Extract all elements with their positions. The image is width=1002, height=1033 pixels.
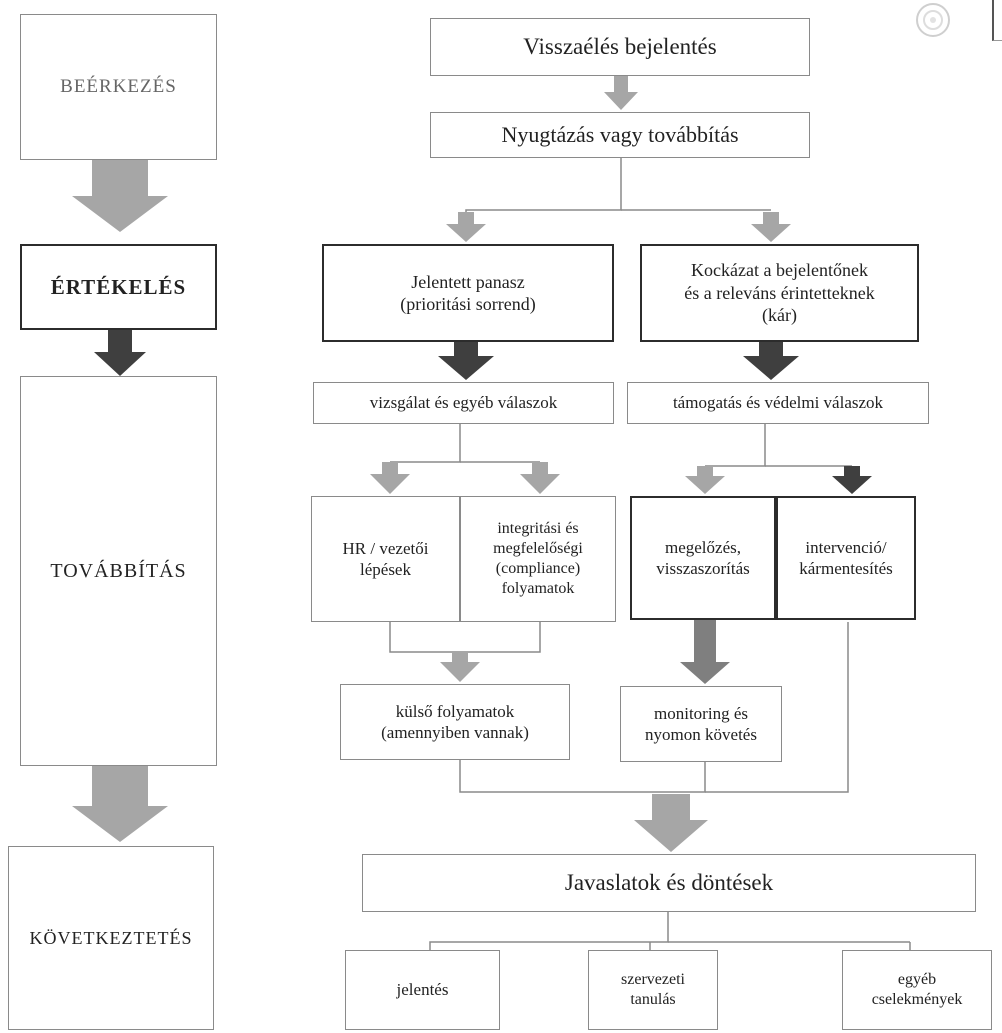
box-complaint: Jelentett panasz (prioritási sorrend) xyxy=(322,244,614,342)
arrow-prevention-to-monitoring xyxy=(680,620,730,684)
stage-tovabbitas: TOVÁBBÍTÁS xyxy=(20,376,217,766)
box-report-out-text: jelentés xyxy=(396,980,449,1000)
box-integrity-text: integritási és megfelelőségi (compliance… xyxy=(493,520,583,597)
arrow-to-integrity xyxy=(520,462,560,494)
box-risk: Kockázat a bejelentőnek és a releváns ér… xyxy=(640,244,919,342)
box-support: támogatás és védelmi válaszok xyxy=(627,382,929,424)
box-other: egyéb cselekmények xyxy=(842,950,992,1030)
box-monitoring: monitoring és nyomon követés xyxy=(620,686,782,762)
box-intervention-text: intervenció/ kármentesítés xyxy=(799,537,893,578)
arrow-to-hr xyxy=(370,462,410,494)
box-monitoring-text: monitoring és nyomon követés xyxy=(645,703,757,744)
box-intervention: intervenció/ kármentesítés xyxy=(776,496,916,620)
arrow-to-recommendations xyxy=(634,794,708,852)
arrow-to-risk xyxy=(751,212,791,242)
arrow-risk-to-support xyxy=(743,342,799,380)
stage-ertekeles-label: ÉRTÉKELÉS xyxy=(50,274,187,299)
arrow-to-intervention xyxy=(832,466,872,494)
box-recommendations-text: Javaslatok és döntések xyxy=(564,869,774,895)
page-edge-mark xyxy=(992,0,1002,41)
box-external: külső folyamatok (amennyiben vannak) xyxy=(340,684,570,760)
box-acknowledge-text: Nyugtázás vagy továbbítás xyxy=(501,122,739,148)
stage-kovetkeztetes-label: KÖVETKEZTETÉS xyxy=(29,927,193,948)
box-recommendations: Javaslatok és döntések xyxy=(362,854,976,912)
seal-logo-icon xyxy=(916,3,950,37)
arrow-to-external xyxy=(440,652,480,682)
box-hr: HR / vezetői lépések xyxy=(311,496,460,622)
arrow-report-to-ack xyxy=(604,76,638,110)
box-integrity: integritási és megfelelőségi (compliance… xyxy=(460,496,616,622)
box-support-text: támogatás és védelmi válaszok xyxy=(672,393,884,413)
box-investigation-text: vizsgálat és egyéb válaszok xyxy=(369,393,558,413)
stage-ertekeles: ÉRTÉKELÉS xyxy=(20,244,217,330)
stage-beerkezes: BEÉRKEZÉS xyxy=(20,14,217,160)
stage-kovetkeztetes: KÖVETKEZTETÉS xyxy=(8,846,214,1030)
box-learning: szervezeti tanulás xyxy=(588,950,718,1030)
arrow-beerkezes-to-ertekeles xyxy=(72,160,168,232)
box-other-text: egyéb cselekmények xyxy=(871,971,963,1008)
box-complaint-text: Jelentett panasz (prioritási sorrend) xyxy=(400,271,536,315)
box-learning-text: szervezeti tanulás xyxy=(621,971,685,1008)
stage-beerkezes-label: BEÉRKEZÉS xyxy=(60,76,177,98)
box-report-out: jelentés xyxy=(345,950,500,1030)
box-investigation: vizsgálat és egyéb válaszok xyxy=(313,382,614,424)
box-acknowledge: Nyugtázás vagy továbbítás xyxy=(430,112,810,158)
box-prevention: megelőzés, visszaszorítás xyxy=(630,496,776,620)
arrow-tovabbitas-to-kovetkeztetes xyxy=(72,766,168,842)
box-external-text: külső folyamatok (amennyiben vannak) xyxy=(381,701,529,742)
box-report-text: Visszaélés bejelentés xyxy=(523,33,717,59)
box-report: Visszaélés bejelentés xyxy=(430,18,810,76)
arrow-complaint-to-investigation xyxy=(438,342,494,380)
arrow-to-prevention xyxy=(685,466,725,494)
box-risk-text: Kockázat a bejelentőnek és a releváns ér… xyxy=(684,260,875,326)
line-ack-split xyxy=(465,158,622,218)
arrow-ertekeles-to-tovabbitas xyxy=(94,328,146,376)
arrow-to-complaint xyxy=(446,212,486,242)
box-prevention-text: megelőzés, visszaszorítás xyxy=(656,537,750,578)
stage-tovabbitas-label: TOVÁBBÍTÁS xyxy=(50,559,187,582)
box-hr-text: HR / vezetői lépések xyxy=(342,538,429,579)
